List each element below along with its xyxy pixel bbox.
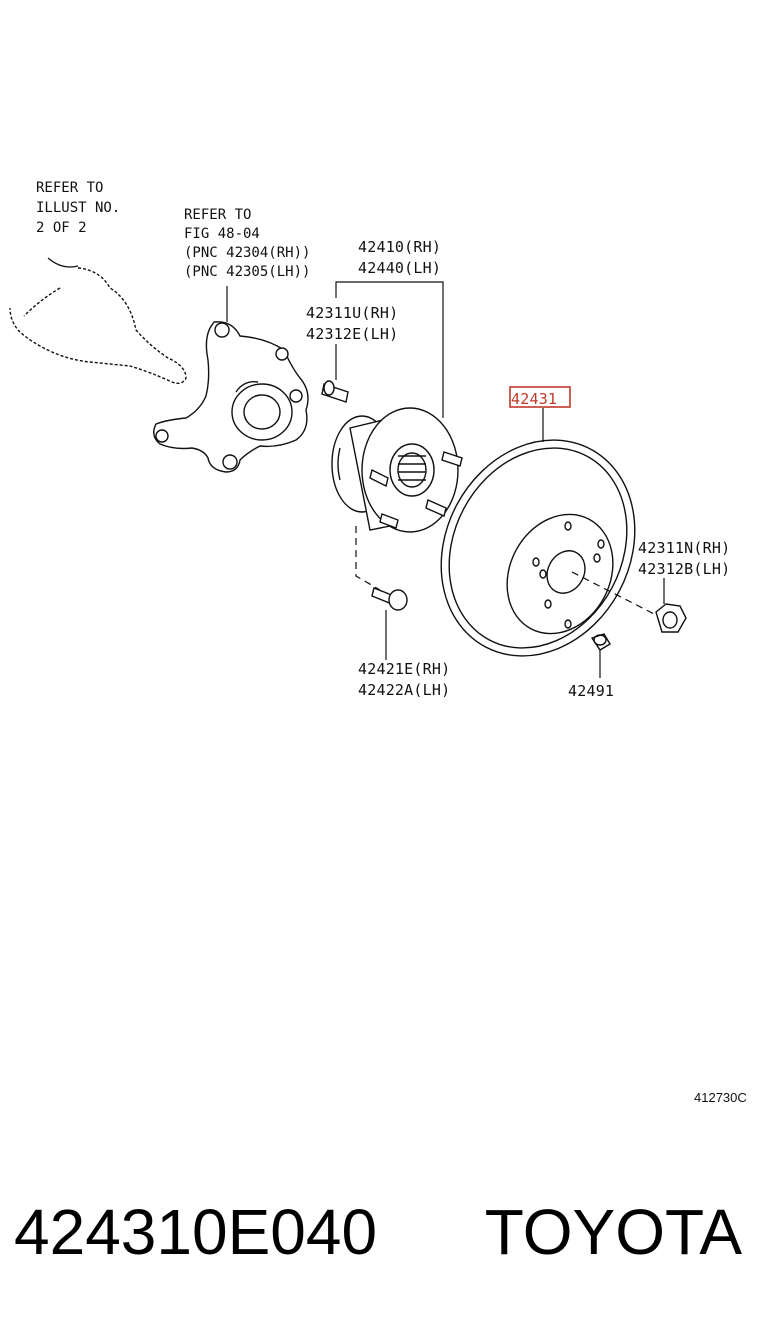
- hub-bolt-rh-label: 42311U(RH): [306, 304, 398, 322]
- hub-bolt-callout: 42311U(RH) 42312E(LH): [306, 304, 398, 343]
- hub-bolt-lh-label: 42312E(LH): [306, 325, 398, 343]
- refer-fig-line-4: (PNC 42305(LH)): [184, 264, 310, 280]
- hub-lh-label: 42440(LH): [358, 259, 441, 277]
- nut-callout: 42311N(RH) 42312B(LH): [638, 539, 730, 578]
- hub-nut: [655, 603, 687, 633]
- hub-rh-label: 42410(RH): [358, 238, 441, 256]
- refer-illust-callout: REFER TO ILLUST NO. 2 OF 2: [36, 180, 120, 236]
- steering-knuckle: [153, 321, 309, 473]
- disc-highlight-box: [509, 386, 571, 408]
- refer-fig-callout: REFER TO FIG 48-04 (PNC 42304(RH)) (PNC …: [184, 207, 310, 280]
- plug-label: 42491: [568, 682, 614, 700]
- hub-screw-callout: 42421E(RH) 42422A(LH): [358, 660, 450, 699]
- hub-bolt-small: [321, 380, 349, 403]
- part-number: 424310E040: [14, 1196, 377, 1268]
- brake-disc: [440, 439, 636, 657]
- nut-dashed-line: [571, 571, 663, 619]
- hub-screw: [371, 587, 408, 611]
- hub-callout: 42410(RH) 42440(LH): [358, 238, 441, 277]
- hub-screw-rh-label: 42421E(RH): [358, 660, 450, 678]
- driveshaft-sketch: [9, 267, 187, 385]
- hub-bearing-assembly: [331, 407, 463, 533]
- hub-leader: [335, 281, 444, 418]
- refer-illust-line-1: REFER TO: [36, 180, 103, 196]
- hub-screw-dashed-line: [355, 526, 381, 591]
- illustration-id: 412730C: [694, 1090, 747, 1105]
- refer-fig-line-2: FIG 48-04: [184, 226, 260, 242]
- refer-fig-line-1: REFER TO: [184, 207, 251, 223]
- brand-name: TOYOTA: [485, 1196, 743, 1268]
- refer-illust-leader: [47, 257, 79, 268]
- refer-illust-line-3: 2 OF 2: [36, 220, 87, 236]
- refer-fig-line-3: (PNC 42304(RH)): [184, 245, 310, 261]
- plug-screw: [590, 633, 611, 651]
- nut-lh-label: 42312B(LH): [638, 560, 730, 578]
- hub-screw-lh-label: 42422A(LH): [358, 681, 450, 699]
- nut-rh-label: 42311N(RH): [638, 539, 730, 557]
- refer-illust-line-2: ILLUST NO.: [36, 200, 120, 216]
- disc-part-label[interactable]: 42431: [511, 390, 557, 408]
